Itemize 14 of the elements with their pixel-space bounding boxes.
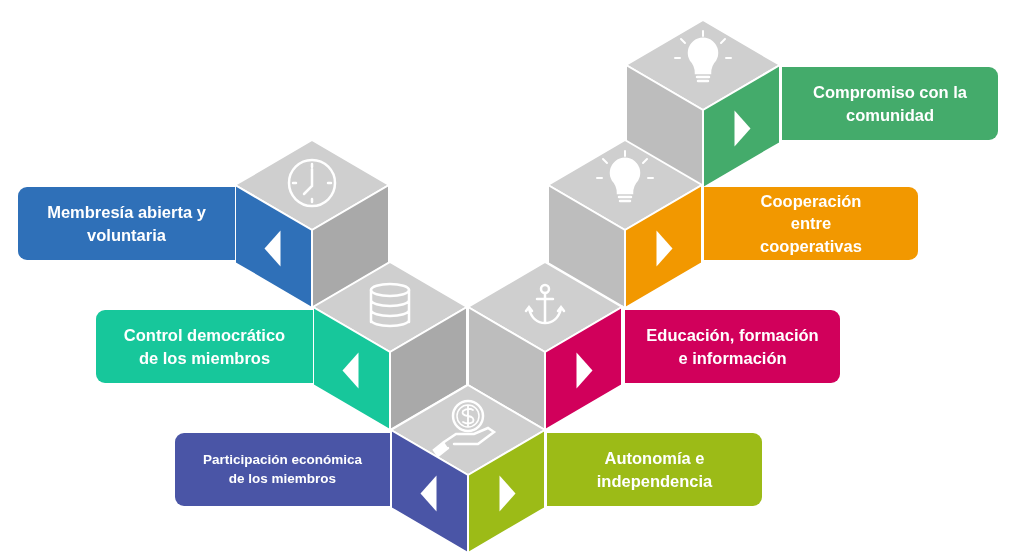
principle-text: Autonomía e independencia bbox=[595, 448, 714, 492]
principle-text: Compromiso con la comunidad bbox=[812, 82, 968, 126]
principle-text: Participación económica de los miembros bbox=[201, 451, 364, 488]
principle-text: Cooperación entre cooperativas bbox=[759, 191, 863, 257]
principle-text: Educación, formación e información bbox=[645, 325, 820, 369]
principle-box bbox=[547, 433, 762, 506]
principle-box bbox=[175, 433, 390, 506]
principle-box bbox=[96, 310, 313, 383]
principle-box bbox=[625, 310, 840, 383]
principle-box bbox=[782, 67, 998, 140]
principle-text: Membresía abierta y voluntaria bbox=[46, 202, 207, 246]
principle-box bbox=[18, 187, 235, 260]
principle-box bbox=[704, 187, 918, 260]
principle-text: Control democrático de los miembros bbox=[122, 325, 287, 369]
